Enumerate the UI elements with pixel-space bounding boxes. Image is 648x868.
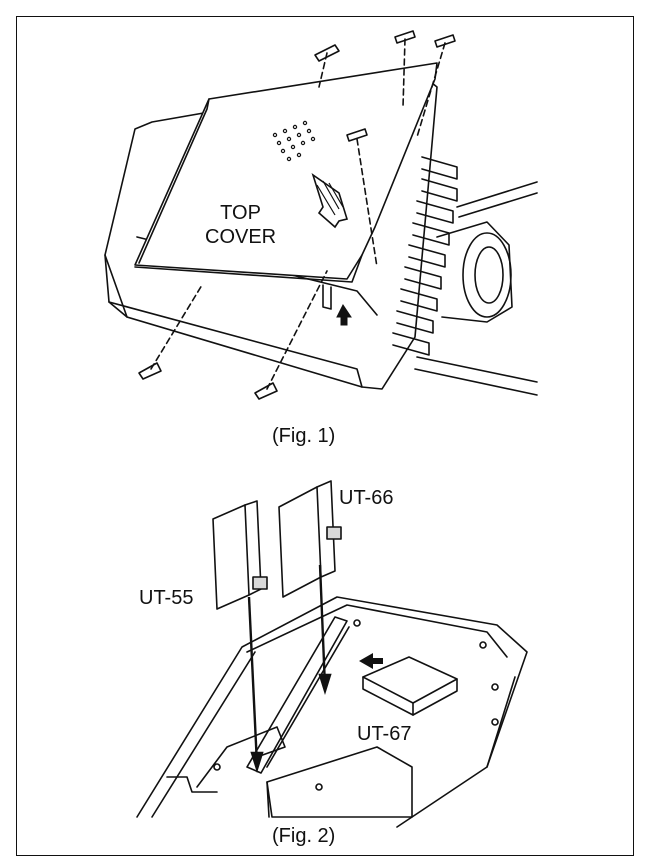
fig1-caption: (Fig. 1): [272, 425, 336, 447]
screws-bottom: [138, 270, 328, 400]
screws-top: [314, 30, 456, 268]
top-cover-lid: [134, 62, 438, 280]
page-frame: TOP COVER (Fig. 1): [16, 16, 634, 856]
top-cover-label-line2: COVER: [205, 226, 277, 248]
insert-arrow: [359, 653, 383, 669]
ut55-board: [212, 504, 250, 610]
ut67-label: UT-67: [357, 723, 412, 745]
lift-arrow: [311, 173, 349, 229]
top-cover-label-line1: TOP: [220, 202, 261, 224]
up-arrow: [336, 304, 352, 326]
ut66-label: UT-66: [339, 487, 394, 509]
ut55-label: UT-55: [139, 587, 194, 609]
fig1-drawing: [104, 30, 538, 400]
fig2-drawing: [136, 480, 528, 828]
top-cover-label: TOP COVER: [205, 201, 276, 249]
chassis-outline: [104, 74, 438, 390]
fig2-caption: (Fig. 2): [272, 825, 336, 847]
cooling-fan: [436, 221, 513, 323]
ut66-board: [278, 486, 322, 598]
heatsink-fins: [392, 156, 458, 356]
